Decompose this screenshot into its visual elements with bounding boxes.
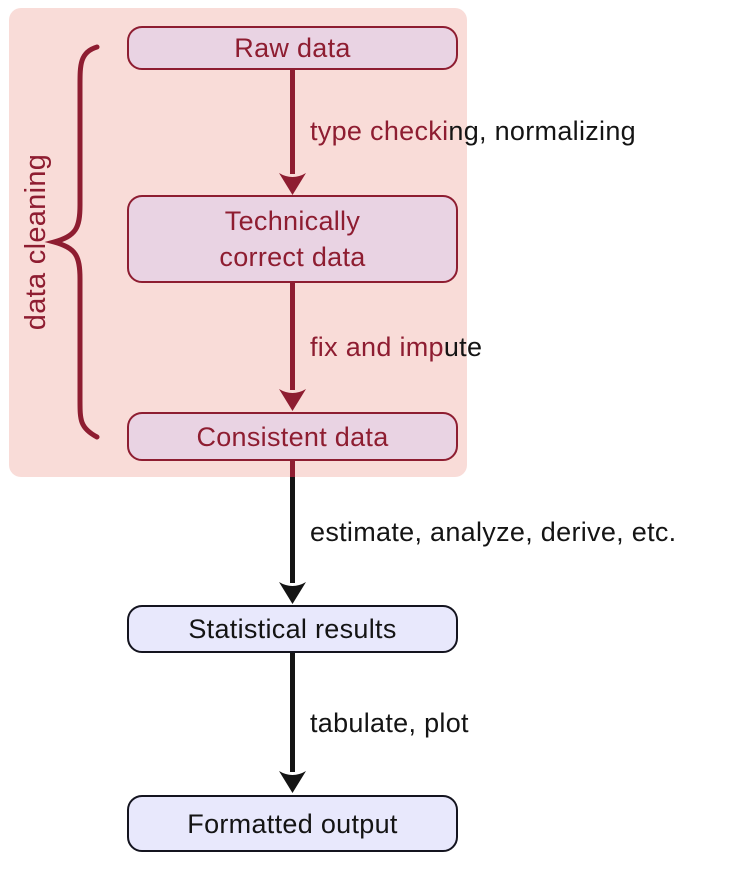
arrowhead-icon	[279, 173, 306, 195]
node-technically-correct-data-label: Technically correct data	[219, 206, 366, 272]
arrowhead-icon	[279, 771, 306, 793]
edge-label-red-part: type checki	[310, 116, 449, 146]
edge-label-tabulate-plot: tabulate, plot	[310, 706, 469, 740]
arrowhead-icon	[279, 582, 306, 604]
node-technically-correct-data: Technically correct data	[127, 195, 458, 283]
edge-label-black-part: ute	[443, 332, 483, 362]
arrow-shaft	[290, 461, 295, 477]
node-consistent-data-label: Consistent data	[196, 421, 389, 452]
node-formatted-output-label: Formatted output	[187, 808, 398, 839]
edge-label-red-part: fix and imp	[310, 332, 444, 362]
edge-label-type-checking: type checking, normalizing	[310, 114, 636, 148]
node-raw-data: Raw data	[127, 26, 458, 70]
edge-label-estimate: estimate, analyze, derive, etc.	[310, 515, 676, 549]
edge-label-fix-impute: fix and impute	[310, 330, 482, 364]
arrow-shaft	[290, 653, 295, 772]
arrow-shaft	[290, 477, 295, 583]
node-statistical-results: Statistical results	[127, 605, 458, 653]
edge-label-black-part: ng, normalizing	[448, 116, 636, 146]
arrow-shaft	[290, 283, 295, 390]
arrowhead-icon	[279, 389, 306, 411]
node-consistent-data: Consistent data	[127, 412, 458, 461]
node-formatted-output: Formatted output	[127, 795, 458, 852]
edge-label-black-part: estimate, analyze, derive, etc.	[310, 517, 677, 547]
edge-label-black-part: tabulate, plot	[310, 708, 469, 738]
node-raw-data-label: Raw data	[234, 33, 351, 63]
arrow-shaft	[290, 70, 295, 174]
node-statistical-results-label: Statistical results	[188, 614, 397, 644]
curly-brace-icon	[44, 44, 100, 440]
data-cleaning-label: data cleaning	[20, 153, 52, 331]
